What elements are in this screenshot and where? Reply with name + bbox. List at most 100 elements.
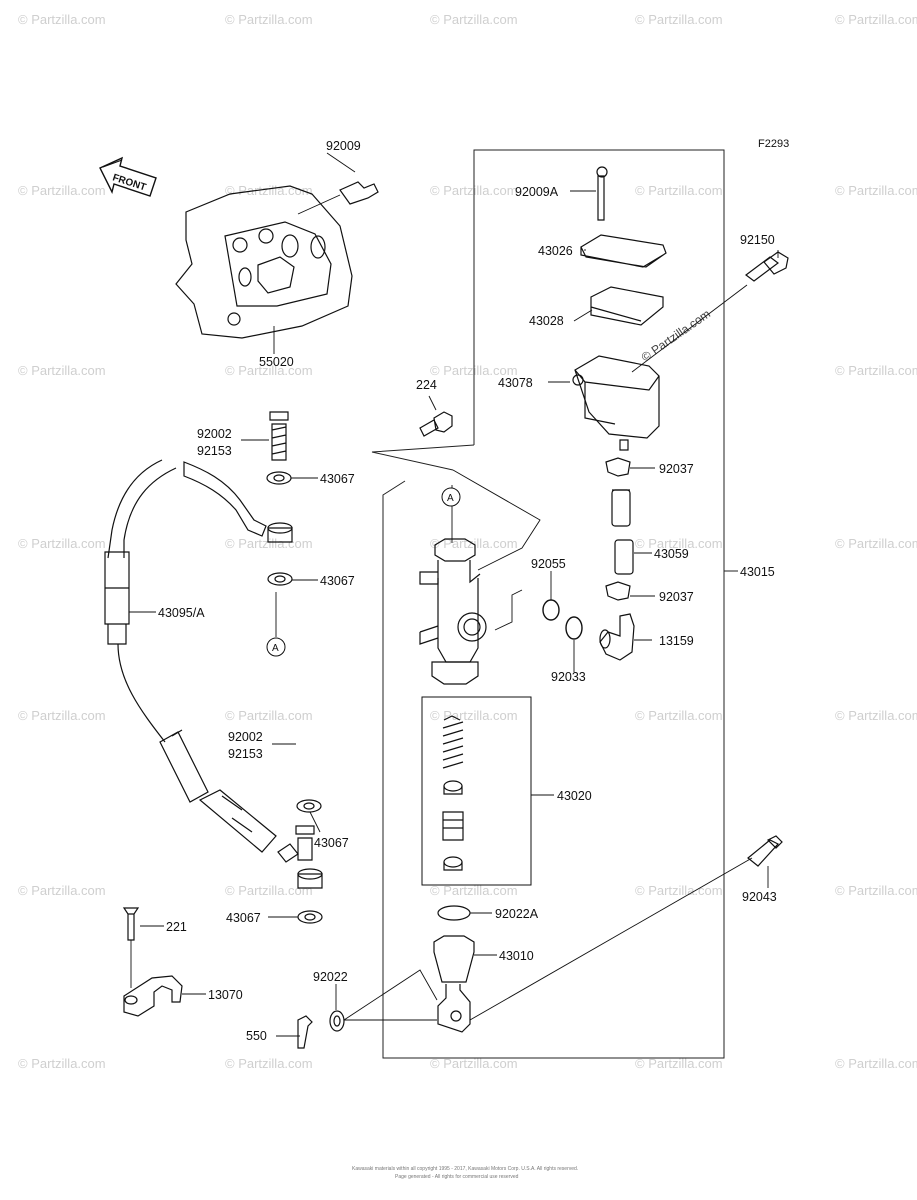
watermark-text: © Partzilla.com bbox=[225, 883, 313, 898]
watermark-text: © Partzilla.com bbox=[18, 183, 106, 198]
part-label-92022[interactable]: 92022 bbox=[313, 970, 348, 984]
piston-icon bbox=[442, 811, 464, 841]
watermark-text: © Partzilla.com bbox=[835, 708, 917, 723]
watermark-text: © Partzilla.com bbox=[18, 536, 106, 551]
hose-assembly bbox=[104, 411, 323, 924]
watermark-text: © Partzilla.com bbox=[430, 883, 518, 898]
circlip-92033-icon bbox=[565, 616, 583, 640]
guard-55020-icon bbox=[175, 185, 353, 339]
part-label-92037[interactable]: 92037 bbox=[659, 590, 694, 604]
bolt-92009-icon bbox=[339, 181, 379, 205]
callout-A-top: A bbox=[441, 487, 461, 507]
watermark-text: © Partzilla.com bbox=[635, 12, 723, 27]
clamp-parts bbox=[122, 907, 345, 1049]
screw-221-icon bbox=[122, 907, 140, 941]
watermark-text: © Partzilla.com bbox=[225, 12, 313, 27]
part-label-43095A[interactable]: 43095/A bbox=[158, 606, 205, 620]
guard-assembly bbox=[175, 152, 379, 354]
part-label-92153[interactable]: 92153 bbox=[197, 444, 232, 458]
o-ring-92055-icon bbox=[542, 599, 560, 621]
part-label-13070[interactable]: 13070 bbox=[208, 988, 243, 1002]
hose-upper-icon bbox=[183, 461, 267, 537]
banjo-bolt-92002-icon bbox=[295, 825, 315, 861]
master-cylinder-body-icon bbox=[419, 469, 541, 685]
part-label-92002[interactable]: 92002 bbox=[228, 730, 263, 744]
watermark-text: © Partzilla.com bbox=[430, 536, 518, 551]
pin-92043-icon bbox=[747, 835, 783, 888]
watermark-layer: © Partzilla.com © Partzilla.com © Partzi… bbox=[18, 12, 917, 1071]
footer-copyright-2: Page generated - All rights for commerci… bbox=[395, 1174, 519, 1180]
watermark-text: © Partzilla.com bbox=[635, 708, 723, 723]
watermark-text: © Partzilla.com bbox=[835, 12, 917, 27]
hose-43059-icon bbox=[611, 489, 631, 527]
spring-icon bbox=[442, 715, 464, 769]
part-label-92009[interactable]: 92009 bbox=[326, 139, 361, 153]
part-label-43020[interactable]: 43020 bbox=[557, 789, 592, 803]
watermark-text: © Partzilla.com bbox=[430, 12, 518, 27]
part-label-43010[interactable]: 43010 bbox=[499, 949, 534, 963]
callout-A-label: A bbox=[447, 493, 454, 504]
watermark-text: © Partzilla.com bbox=[18, 1056, 106, 1071]
part-label-92002[interactable]: 92002 bbox=[197, 427, 232, 441]
part-label-92043[interactable]: 92043 bbox=[742, 890, 777, 904]
watermark-text: © Partzilla.com bbox=[225, 708, 313, 723]
cotter-pin-550-icon bbox=[297, 1015, 313, 1049]
part-label-43028[interactable]: 43028 bbox=[529, 314, 564, 328]
part-label-43067[interactable]: 43067 bbox=[320, 574, 355, 588]
part-label-43067[interactable]: 43067 bbox=[320, 472, 355, 486]
callout-A-bottom: A bbox=[266, 637, 286, 657]
banjo-fitting-icon bbox=[267, 527, 293, 543]
bolt-92150-icon bbox=[745, 251, 789, 282]
part-label-43015[interactable]: 43015 bbox=[740, 565, 775, 579]
push-rod-group bbox=[343, 857, 753, 1033]
push-rod-43010-icon bbox=[433, 935, 475, 983]
watermark-text: © Partzilla.com bbox=[225, 363, 313, 378]
piston-kit-box bbox=[421, 696, 554, 886]
part-label-43078[interactable]: 43078 bbox=[498, 376, 533, 390]
part-label-221[interactable]: 221 bbox=[166, 920, 187, 934]
watermark-text: © Partzilla.com bbox=[835, 363, 917, 378]
front-arrow-icon: FRONT bbox=[99, 156, 157, 197]
banjo-bolt-92002-icon bbox=[269, 411, 289, 461]
watermark-text: © Partzilla.com bbox=[635, 536, 723, 551]
assembly-bracket bbox=[371, 149, 738, 1059]
watermark-text: © Partzilla.com bbox=[835, 183, 917, 198]
part-label-92153[interactable]: 92153 bbox=[228, 747, 263, 761]
part-label-92150[interactable]: 92150 bbox=[740, 233, 775, 247]
clamp-92037-icon bbox=[605, 457, 631, 477]
part-label-13159[interactable]: 13159 bbox=[659, 634, 694, 648]
washer-43067-icon bbox=[266, 471, 292, 485]
part-label-43059[interactable]: 43059 bbox=[654, 547, 689, 561]
watermark-text: © Partzilla.com bbox=[635, 183, 723, 198]
watermark-text: © Partzilla.com bbox=[835, 883, 917, 898]
snap-ring-92022A-icon bbox=[437, 905, 471, 921]
washer-92022-icon bbox=[329, 1010, 345, 1032]
figure-id: F2293 bbox=[758, 138, 789, 150]
footer-copyright: Kawasaki materials within all copyright … bbox=[352, 1166, 578, 1172]
part-label-92022A[interactable]: 92022A bbox=[495, 907, 539, 921]
reservoir-parts bbox=[572, 166, 789, 661]
watermark-text: © Partzilla.com bbox=[430, 708, 518, 723]
watermark-text: © Partzilla.com bbox=[430, 1056, 518, 1071]
part-label-92055[interactable]: 92055 bbox=[531, 557, 566, 571]
watermark-text: © Partzilla.com bbox=[639, 307, 713, 365]
part-label-43067[interactable]: 43067 bbox=[226, 911, 261, 925]
bolt-224-icon bbox=[419, 395, 453, 437]
part-label-43026[interactable]: 43026 bbox=[538, 244, 573, 258]
hose-lower-icon bbox=[159, 729, 209, 803]
watermark-text: © Partzilla.com bbox=[18, 363, 106, 378]
watermark-text: © Partzilla.com bbox=[225, 536, 313, 551]
part-label-224[interactable]: 224 bbox=[416, 378, 437, 392]
watermark-text: © Partzilla.com bbox=[225, 1056, 313, 1071]
reservoir-leaders bbox=[548, 190, 779, 641]
part-label-43067[interactable]: 43067 bbox=[314, 836, 349, 850]
part-label-92037[interactable]: 92037 bbox=[659, 462, 694, 476]
screw-92009A-icon bbox=[596, 166, 608, 178]
part-label-92033[interactable]: 92033 bbox=[551, 670, 586, 684]
part-label-55020[interactable]: 55020 bbox=[259, 355, 294, 369]
part-label-550[interactable]: 550 bbox=[246, 1029, 267, 1043]
part-label-92009A[interactable]: 92009A bbox=[515, 185, 559, 199]
cap-43026-icon bbox=[580, 234, 667, 268]
watermark-text: © Partzilla.com bbox=[18, 708, 106, 723]
